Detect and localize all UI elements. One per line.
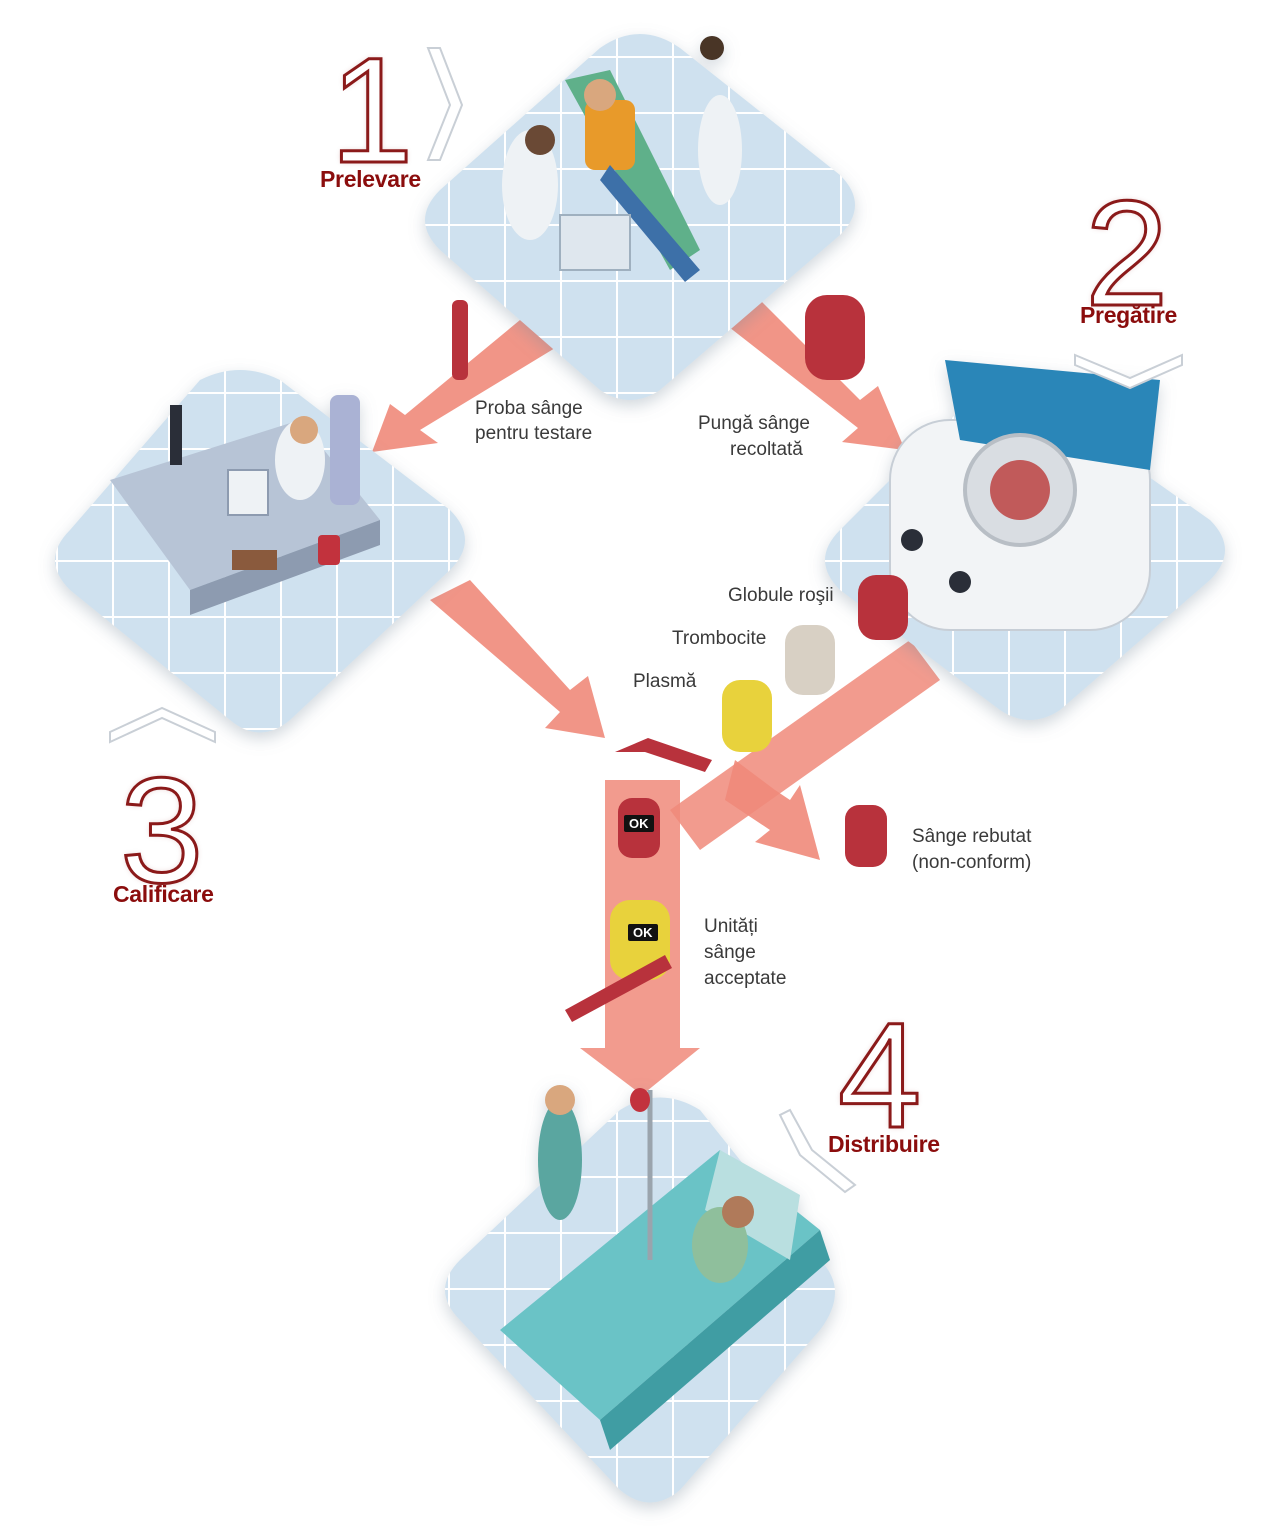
step-1-title: Prelevare	[320, 166, 421, 192]
chevron-left-icon	[778, 1108, 857, 1194]
chevron-right-icon	[426, 47, 464, 161]
step-3-number: 3	[118, 746, 204, 914]
collected-bag	[805, 295, 865, 380]
tile-distribuire	[445, 1085, 835, 1503]
ok-badge-red: OK	[624, 815, 654, 832]
platelets-bag	[785, 625, 835, 695]
arrow-calificare-to-center	[430, 580, 605, 738]
arrow-rejected	[725, 760, 820, 860]
step-1-number: 1	[328, 26, 414, 194]
arrow-to-calificare	[372, 320, 560, 452]
chevron-down-icon	[1074, 353, 1183, 390]
label-rejected-line2: (non-conform)	[912, 852, 1032, 873]
label-bag-line2: recoltată	[730, 439, 803, 460]
ok-badge-yellow: OK	[628, 924, 658, 941]
label-sample-line1: Proba sânge	[475, 398, 583, 419]
sample-tube	[452, 300, 468, 380]
rejected-bag	[845, 805, 887, 867]
tile-prelevare	[425, 34, 855, 400]
tube-line	[565, 955, 672, 1022]
label-accepted-line2: sânge	[704, 942, 756, 963]
chevron-up-icon	[109, 706, 216, 744]
label-sample-line2: pentru testare	[475, 423, 593, 444]
step-4-number: 4	[836, 991, 922, 1159]
plasma-bag	[722, 680, 772, 752]
step-2-number: 2	[1083, 169, 1169, 337]
syringe	[615, 738, 712, 772]
red-cells-bag	[858, 575, 908, 640]
chevrons	[109, 47, 1183, 1194]
step-3-title: Calificare	[113, 881, 214, 907]
step-4-title: Distribuire	[828, 1131, 940, 1157]
label-accepted-line1: Unități	[704, 916, 758, 937]
label-rejected-line1: Sânge rebutat	[912, 826, 1032, 847]
tile-pregatire	[825, 360, 1225, 720]
label-bag-line1: Pungă sânge	[698, 413, 810, 434]
label-platelets: Trombocite	[672, 628, 767, 649]
label-accepted-line3: acceptate	[704, 968, 787, 989]
step-2-title: Pregătire	[1080, 302, 1178, 328]
label-red-cells: Globule roşii	[728, 585, 834, 606]
arrow-to-pregatire	[720, 300, 905, 450]
tile-calificare	[55, 370, 465, 733]
label-plasma: Plasmă	[633, 671, 697, 692]
